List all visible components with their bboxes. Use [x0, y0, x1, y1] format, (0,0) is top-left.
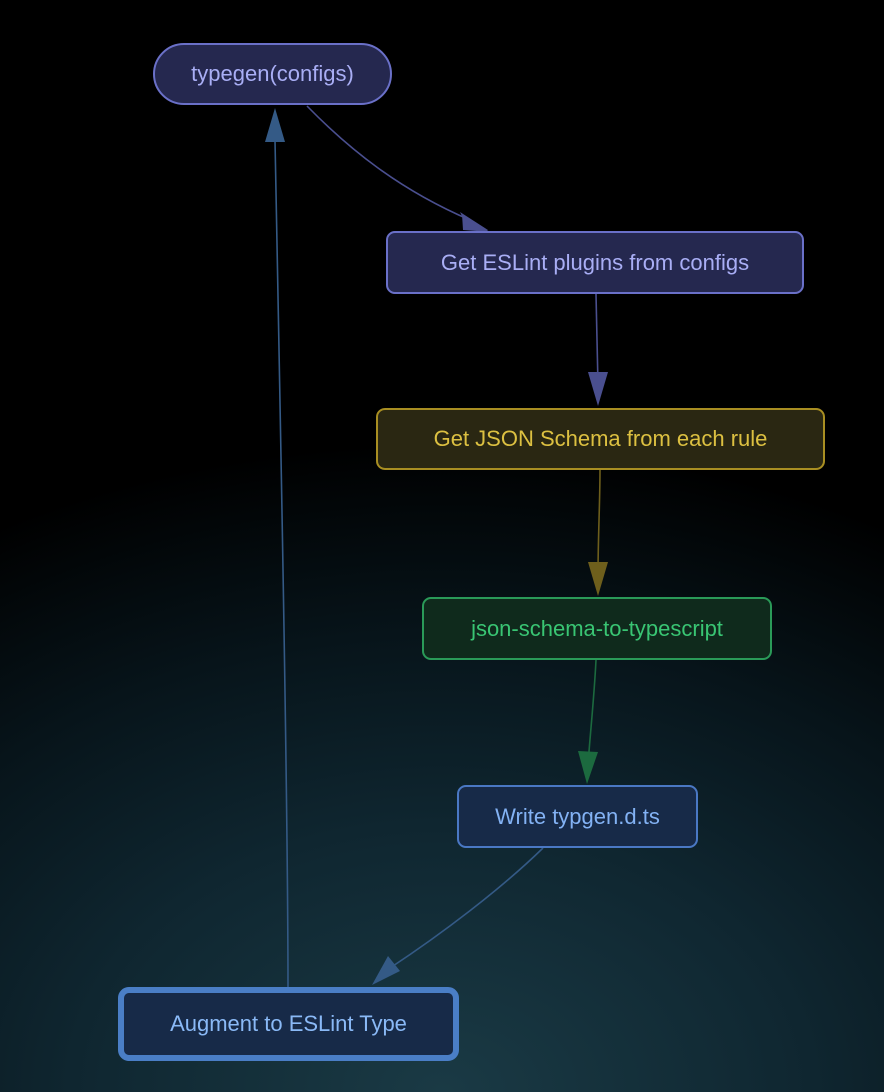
arrowhead-augment — [372, 956, 400, 985]
node-get-json-schema: Get JSON Schema from each rule — [376, 408, 825, 470]
node-get-json-schema-label: Get JSON Schema from each rule — [433, 426, 768, 451]
arrowhead-typegen — [265, 108, 285, 142]
edge-typegen-to-plugins — [306, 105, 471, 221]
arrowhead-plugins-b — [462, 214, 490, 232]
edge-write-to-augment — [389, 847, 544, 969]
node-write-typgen-label: Write typgen.d.ts — [495, 803, 660, 829]
edge-schema-to-convert — [597, 469, 601, 576]
node-get-eslint-plugins-label: Get ESLint plugins from configs — [440, 249, 750, 275]
edge-plugins-to-schema — [595, 293, 599, 386]
node-augment-eslint-type-label: Augment to ESLint Type — [170, 1011, 407, 1036]
node-json-schema-to-typescript-label: json-schema-to-typescript — [471, 615, 723, 641]
arrowhead-convert — [588, 562, 608, 596]
node-write-typgen: Write typgen.d.ts — [457, 785, 698, 848]
arrowhead-write — [578, 751, 598, 784]
edge-convert-to-write — [587, 659, 597, 766]
node-json-schema-to-typescript: json-schema-to-typescript — [422, 597, 772, 660]
node-augment-eslint-type: Augment to ESLint Type — [118, 987, 459, 1061]
arrowhead-schema — [588, 372, 608, 406]
edge-augment-to-typegen — [274, 139, 289, 991]
node-typegen-configs: typegen(configs) — [153, 43, 392, 105]
node-typegen-configs-label: typegen(configs) — [191, 61, 354, 86]
node-get-eslint-plugins: Get ESLint plugins from configs — [386, 231, 804, 294]
